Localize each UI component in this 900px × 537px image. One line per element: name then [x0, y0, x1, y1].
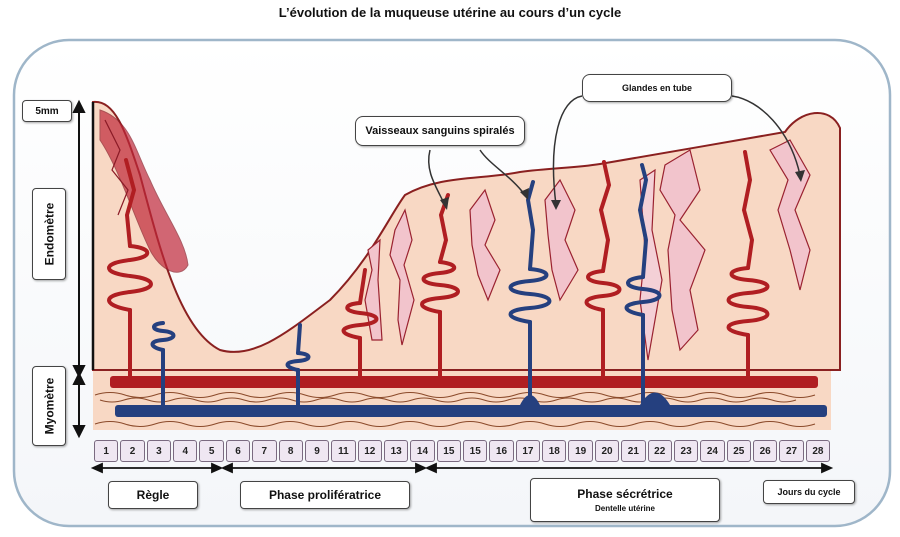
vein-bulge-22 — [640, 392, 670, 405]
day-cell: 26 — [752, 440, 778, 462]
secret-arrow-left — [424, 462, 437, 474]
day-cell: 19 — [568, 440, 593, 462]
day-cell: 14 — [410, 440, 435, 462]
phase-arrows — [90, 462, 834, 474]
spiral-arteries — [107, 150, 770, 378]
myometrium-arrow-bottom — [72, 425, 86, 439]
vein-day17-coil — [508, 267, 552, 324]
leader-vaisseaux-2 — [479, 149, 526, 196]
leader-glandes-2 — [731, 95, 801, 176]
day-cell: 13 — [383, 440, 409, 462]
vein-day21-coil — [624, 275, 662, 317]
day-cell: 2 — [120, 440, 145, 462]
prolif-arrow-left — [220, 462, 233, 474]
proliferative-phase-label: Phase prolifératrice — [240, 481, 410, 509]
day-cell: 7 — [252, 440, 277, 462]
diagram-title: L’évolution de la muqueuse utérine au co… — [278, 5, 622, 20]
day-cell: 3 — [146, 440, 172, 462]
myometrium-label: Myomètre — [32, 366, 66, 446]
day-cell: 17 — [515, 440, 541, 462]
callout-arrowheads — [440, 170, 805, 210]
day-cell: 18 — [542, 440, 567, 462]
endometrium-arrow-bottom — [72, 365, 86, 379]
glands-callout: Glandes en tube — [582, 74, 732, 102]
spiral-veins — [150, 163, 662, 407]
day-cell: 22 — [647, 440, 672, 462]
scale-label: 5mm — [22, 100, 72, 122]
fiber-1 — [94, 391, 816, 399]
shedding-wave — [104, 119, 129, 216]
day-cell: 6 — [225, 440, 251, 462]
vein-day21-top — [637, 163, 649, 279]
day-cell: 16 — [489, 440, 514, 462]
myometrium-fibers — [94, 391, 816, 428]
endometrium-label: Endomètre — [32, 188, 66, 280]
regle-label: Règle — [108, 481, 198, 509]
day-cell: 1 — [94, 440, 119, 462]
vessels-callout: Vaisseaux sanguins spiralés — [355, 116, 525, 146]
secretory-phase-title: Phase sécrétrice — [577, 487, 673, 501]
callout-leaders — [428, 95, 801, 206]
day-cell: 21 — [621, 440, 646, 462]
artery-band — [110, 376, 818, 388]
day-cell: 15 — [436, 440, 462, 462]
arrowhead-glandes-1 — [551, 200, 561, 210]
endometrium-arrow-top — [72, 99, 86, 113]
fiber-3 — [99, 397, 797, 403]
artery-day12-top — [358, 268, 367, 305]
artery-day12-coil — [341, 301, 379, 340]
regle-arrow-right — [211, 462, 224, 474]
day-cell: 20 — [594, 440, 620, 462]
day-cell: 11 — [331, 440, 356, 462]
artery-day25-coil — [726, 266, 770, 337]
gland-secret-1 — [469, 188, 501, 302]
day-cell: 5 — [199, 440, 224, 462]
day-cell: 12 — [357, 440, 382, 462]
vein-day9-top — [296, 323, 302, 355]
secret-arrow-right — [821, 462, 834, 474]
day-cell: 8 — [278, 440, 303, 462]
day-cell: 25 — [726, 440, 751, 462]
day-cell: 15 — [463, 440, 488, 462]
fiber-2 — [94, 420, 816, 428]
artery-day20-coil — [584, 269, 622, 312]
prolif-arrow-right — [415, 462, 428, 474]
cycle-days-label: Jours du cycle — [763, 480, 855, 504]
secretory-phase-label: Phase sécrétrice Dentelle utérine — [530, 478, 720, 522]
gland-prolif-2 — [389, 208, 415, 346]
artery-day1-top — [124, 158, 137, 248]
endometrium-text: Endomètre — [42, 202, 56, 266]
day-cell: 9 — [304, 440, 330, 462]
arrowhead-glandes-2 — [795, 170, 805, 182]
arrowhead-vaisseaux-1 — [440, 197, 449, 210]
myometrium-text: Myomètre — [42, 377, 56, 435]
myometrium-arrow-top — [72, 371, 86, 385]
scale-arrows — [72, 99, 95, 439]
secretory-phase-subtitle: Dentelle utérine — [594, 504, 655, 513]
vein-bulges — [520, 392, 670, 405]
vein-bulge-17 — [520, 395, 540, 405]
artery-day1-coil — [107, 244, 153, 312]
shedding-tissue — [99, 109, 189, 273]
leader-glandes-1 — [552, 95, 583, 206]
day-cell: 24 — [700, 440, 725, 462]
gland-secret-2 — [544, 178, 579, 302]
vein-band — [115, 405, 827, 417]
regle-arrow-left — [90, 462, 103, 474]
artery-day15-coil — [420, 260, 460, 314]
vein-day3-coil — [150, 321, 176, 352]
vein-day17-top — [525, 180, 536, 271]
day-cell: 4 — [173, 440, 198, 462]
artery-day20-top — [598, 160, 612, 273]
day-cell: 28 — [805, 440, 831, 462]
gland-secret-3 — [659, 149, 706, 352]
day-cell: 23 — [673, 440, 699, 462]
vein-day9-coil — [285, 351, 311, 372]
arrowhead-vaisseaux-2 — [520, 188, 529, 200]
day-cell: 27 — [779, 440, 804, 462]
artery-day25-top — [741, 150, 755, 270]
